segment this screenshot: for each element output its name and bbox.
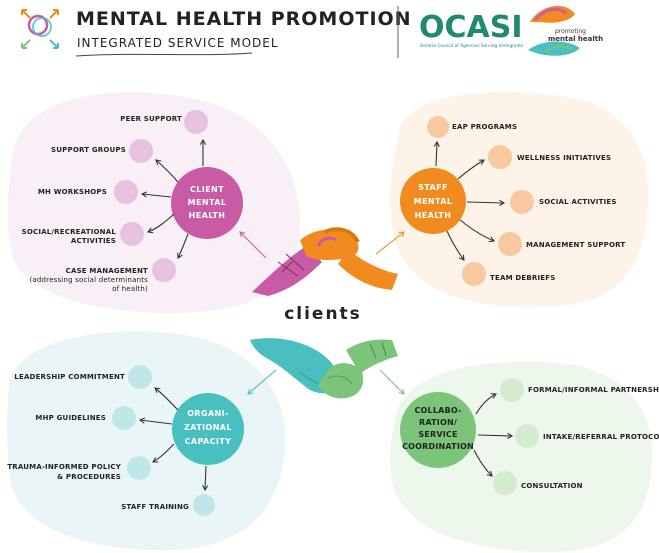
staff-label-eap: EAP PROGRAMS <box>452 123 517 131</box>
staff-arrows <box>433 140 506 261</box>
client-label-workshops: MH WORKSHOPS <box>38 188 107 196</box>
header-logo-icon <box>21 9 59 49</box>
title-underline <box>75 52 253 57</box>
collab-dot-partnerships <box>500 378 524 402</box>
client-label-case1: CASE MANAGEMENT <box>66 267 148 275</box>
staff-hub: STAFF MENTAL HEALTH <box>400 168 466 234</box>
client-dot-groups <box>129 139 153 163</box>
collab-label-consultation: CONSULTATION <box>521 482 583 490</box>
client-label-case2: (addressing social determinants <box>29 276 148 284</box>
staff-dot-management <box>498 232 522 256</box>
promo-line2: mental health <box>548 35 603 43</box>
collab-hub-line1: COLLABO- <box>414 406 461 415</box>
org-label-guidelines: MHP GUIDELINES <box>35 414 106 422</box>
staff-label-management: MANAGEMENT SUPPORT <box>526 241 625 249</box>
collab-arrows <box>473 393 514 477</box>
collab-dot-consultation <box>493 471 517 495</box>
promo-logo-icon <box>528 5 580 56</box>
clients-label: clients <box>284 304 362 324</box>
org-dot-guidelines <box>112 406 136 430</box>
client-dot-peer <box>184 110 208 134</box>
org-hub-line2: ZATIONAL <box>184 423 232 432</box>
org-label-leadership: LEADERSHIP COMMITMENT <box>14 373 125 381</box>
collab-hub-line2: RATION/ <box>419 418 457 427</box>
client-label-groups: SUPPORT GROUPS <box>51 146 126 154</box>
staff-label-wellness: WELLNESS INITIATIVES <box>517 154 611 162</box>
client-hub: CLIENT MENTAL HEALTH <box>171 167 243 239</box>
client-dot-case <box>152 258 176 282</box>
client-arrows <box>140 138 207 259</box>
org-dot-training <box>193 494 215 516</box>
staff-dot-eap <box>427 116 449 138</box>
org-dot-leadership <box>128 365 152 389</box>
client-hub-line2: MENTAL <box>188 198 227 207</box>
client-dot-social <box>120 222 144 246</box>
handshake-bottom-icon <box>250 338 398 399</box>
staff-label-debriefs: TEAM DEBRIEFS <box>490 274 556 282</box>
org-label-trauma1: TRAUMA-INFORMED POLICY <box>7 463 121 471</box>
staff-hub-line1: STAFF <box>418 183 448 192</box>
collab-label-partnerships: FORMAL/INFORMAL PARTNERSHIPS <box>528 386 659 394</box>
client-hub-line3: HEALTH <box>189 211 226 220</box>
client-label-social1: SOCIAL/RECREATIONAL <box>22 228 117 236</box>
staff-dot-social <box>510 190 534 214</box>
staff-label-social: SOCIAL ACTIVITIES <box>539 198 617 206</box>
org-arrows <box>138 387 209 492</box>
client-region <box>7 92 301 314</box>
collab-hub-line4: COORDINATION <box>402 442 474 451</box>
client-label-peer: PEER SUPPORT <box>120 115 182 123</box>
org-hub: ORGANI- ZATIONAL CAPACITY <box>172 393 244 465</box>
promo-line1: promoting <box>555 28 586 35</box>
ocasi-logo: OCASI <box>419 10 523 45</box>
client-hub-line1: CLIENT <box>190 185 224 194</box>
handshake-top-icon <box>252 227 398 296</box>
org-region <box>7 331 286 551</box>
page-subtitle: INTEGRATED SERVICE MODEL <box>77 36 279 50</box>
collab-hub-line3: SERVICE <box>418 430 457 439</box>
org-dot-trauma <box>127 456 151 480</box>
collab-label-protocols: INTAKE/REFERRAL PROTOCOLS <box>543 433 659 441</box>
ocasi-tagline: Ontario Council of Agencies Serving Immi… <box>420 43 524 49</box>
page-title: MENTAL HEALTH PROMOTION <box>76 8 412 30</box>
org-hub-line1: ORGANI- <box>187 409 229 418</box>
staff-hub-line2: MENTAL <box>414 197 453 206</box>
collab-dot-protocols <box>515 424 539 448</box>
org-label-training: STAFF TRAINING <box>121 503 189 511</box>
client-label-social2: ACTIVITIES <box>71 237 116 245</box>
staff-dot-wellness <box>488 145 512 169</box>
org-label-trauma2: & PROCEDURES <box>57 473 121 481</box>
client-label-case3: of health) <box>112 285 148 293</box>
staff-dot-debriefs <box>462 262 486 286</box>
collab-hub: COLLABO- RATION/ SERVICE COORDINATION <box>400 392 476 468</box>
client-dot-workshops <box>114 180 138 204</box>
hub-connector-arrows <box>239 231 405 395</box>
staff-hub-line3: HEALTH <box>415 211 452 220</box>
org-hub-line3: CAPACITY <box>185 437 232 446</box>
